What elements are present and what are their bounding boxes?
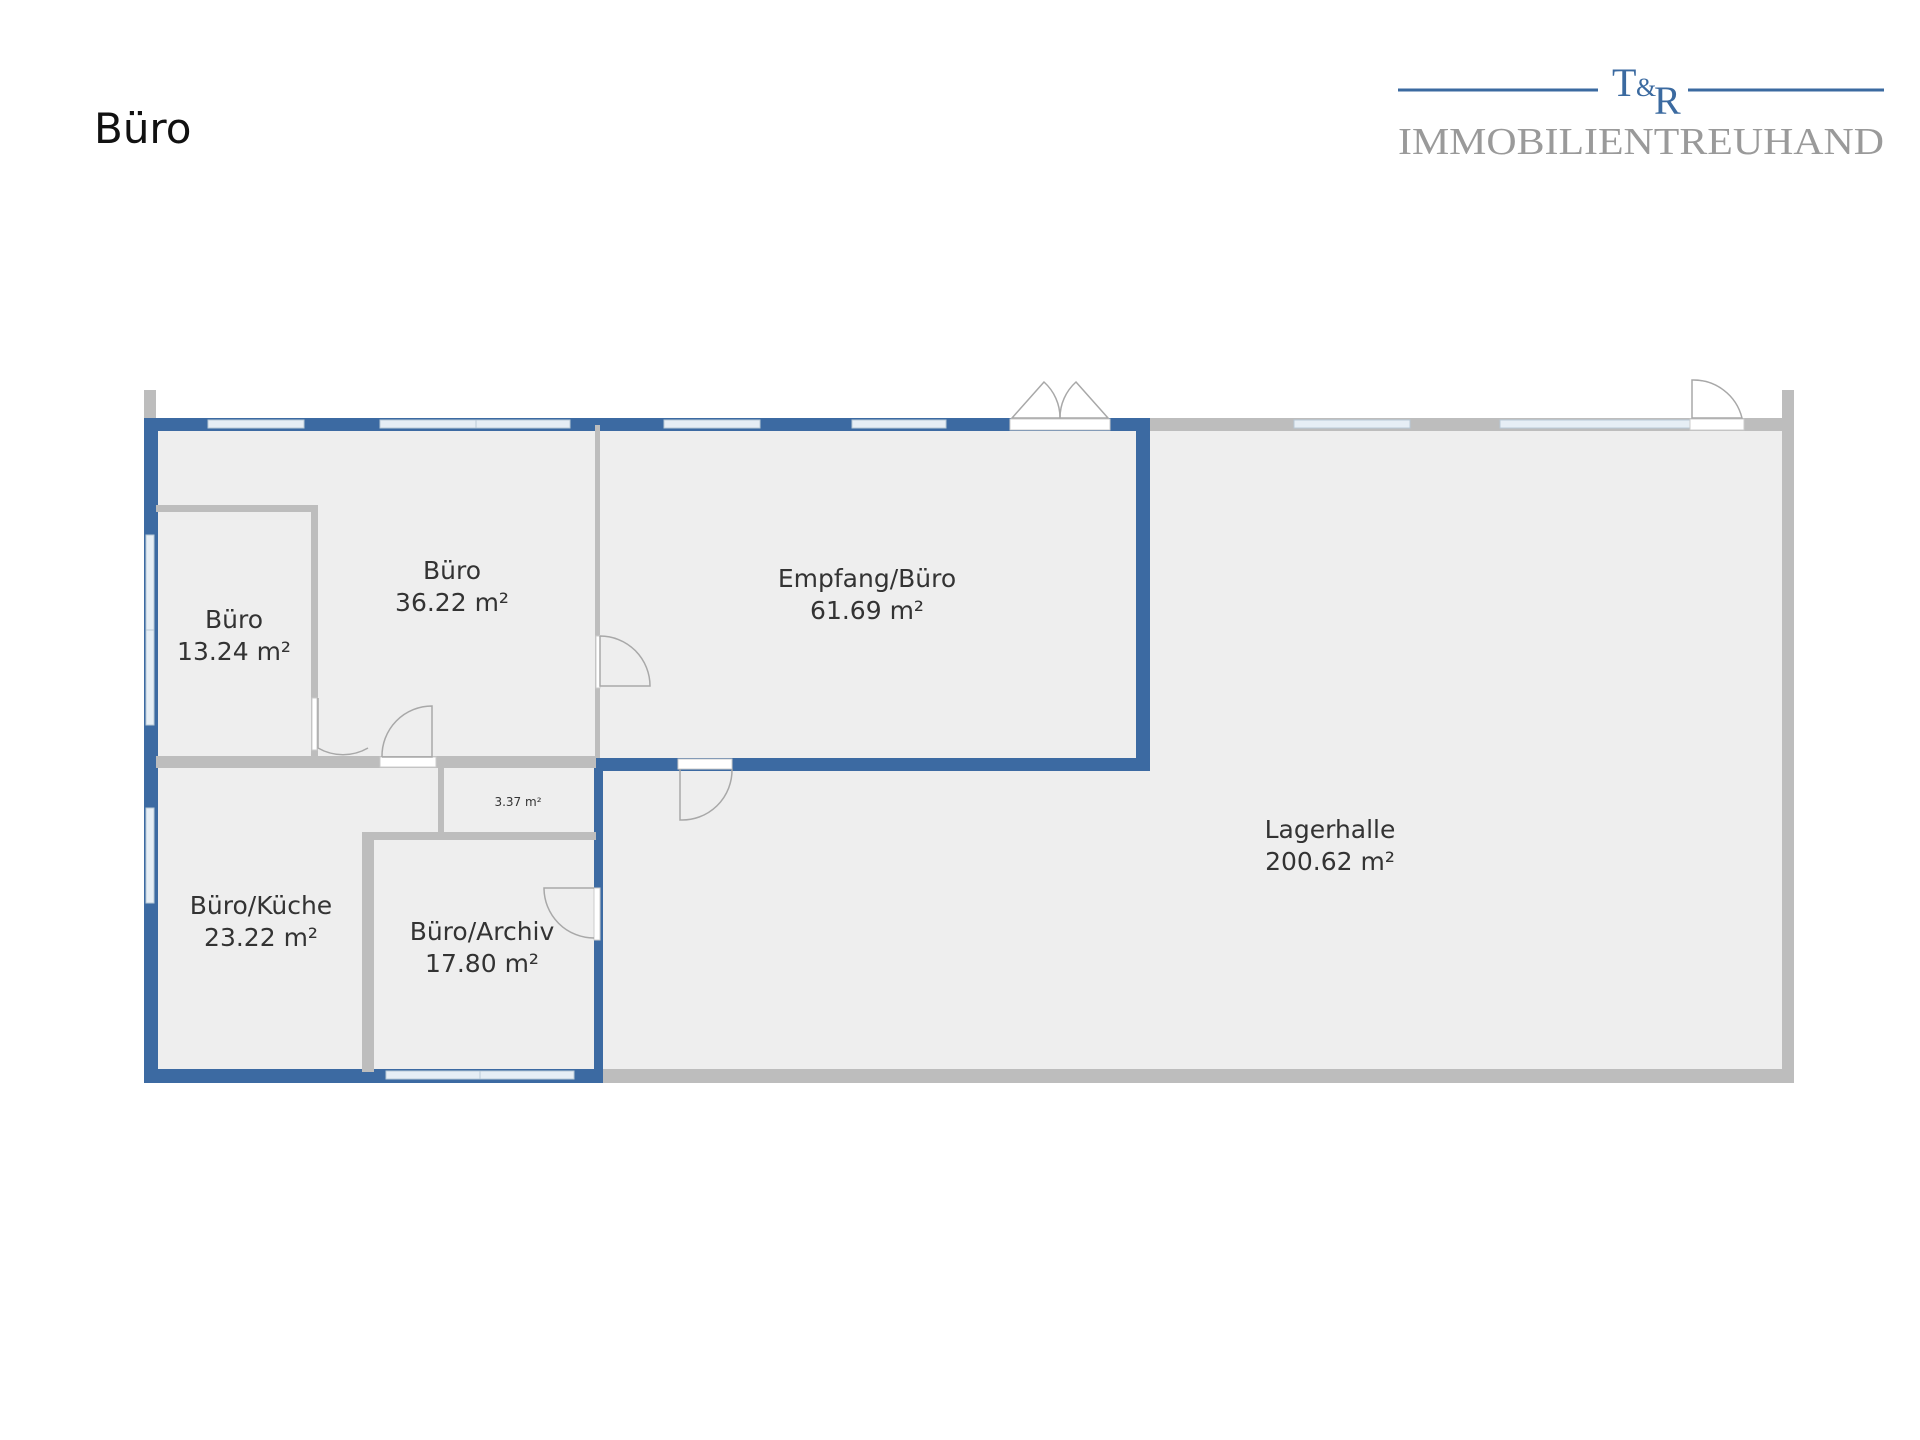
room-name: Büro <box>423 556 481 585</box>
room-lagerhalle: Lagerhalle 200.62 m² <box>1265 815 1396 876</box>
room-area: 23.22 m² <box>204 923 318 952</box>
room-area: 3.37 m² <box>494 795 541 809</box>
logo-letter-t: T <box>1612 62 1636 105</box>
door-swings <box>317 379 1743 939</box>
room-archiv: Büro/Archiv 17.80 m² <box>410 917 555 978</box>
room-area: 200.62 m² <box>1265 847 1395 876</box>
room-kueche: Büro/Küche 23.22 m² <box>190 891 332 952</box>
interior-walls <box>156 425 600 1072</box>
page-title: Büro <box>94 104 192 153</box>
room-name: Büro/Küche <box>190 891 332 920</box>
logo-letter-r: R <box>1654 78 1681 123</box>
room-empfang: Empfang/Büro 61.69 m² <box>778 564 956 625</box>
room-small: 3.37 m² <box>494 795 541 809</box>
room-area: 17.80 m² <box>425 949 539 978</box>
door-openings <box>311 418 1745 941</box>
logo-ampersand: & <box>1636 73 1656 102</box>
room-buero-small: Büro 13.24 m² <box>177 605 291 666</box>
room-name: Büro/Archiv <box>410 917 555 946</box>
company-logo: T & R IMMOBILIENTREUHAND <box>1398 62 1884 162</box>
floor-area <box>152 425 1784 1077</box>
room-name: Empfang/Büro <box>778 564 956 593</box>
room-name: Lagerhalle <box>1265 815 1396 844</box>
room-area: 61.69 m² <box>810 596 924 625</box>
room-buero-main: Büro 36.22 m² <box>395 556 509 617</box>
logo-company-name: IMMOBILIENTREUHAND <box>1398 121 1884 162</box>
room-name: Büro <box>205 605 263 634</box>
room-area: 13.24 m² <box>177 637 291 666</box>
room-area: 36.22 m² <box>395 588 509 617</box>
